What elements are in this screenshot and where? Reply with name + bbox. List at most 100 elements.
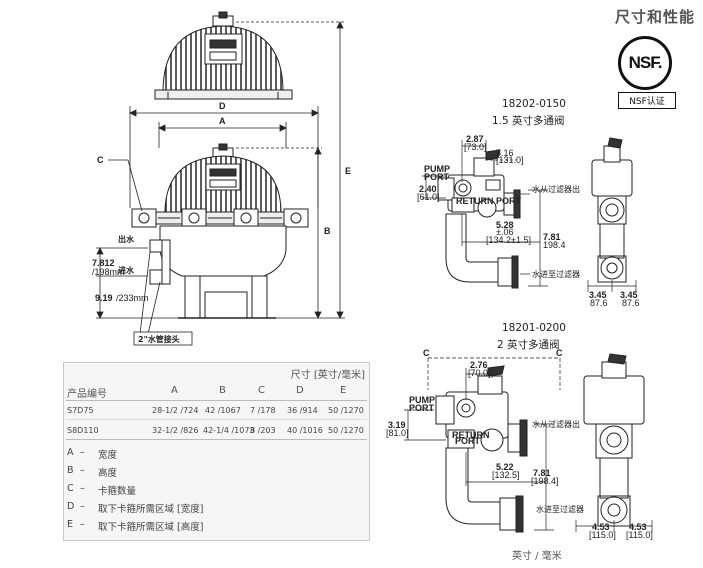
table-cell: 28-1/2 /724 — [152, 406, 199, 415]
nsf-logo-text: NSF. — [628, 53, 663, 72]
table-cell: 42 /1067 — [205, 406, 241, 415]
filter-body — [131, 143, 309, 319]
filter-dimension-lines — [96, 21, 345, 335]
valve-1-d516mm: [131.0] — [496, 155, 524, 165]
valve-2-side-view — [435, 365, 528, 533]
table-units: 尺寸 [英寸/毫米] — [290, 370, 365, 381]
valve-2-d781mm: [198.4] — [531, 476, 559, 486]
valve-2-d276: 2.76 — [470, 360, 488, 370]
table-header-part: 产品编号 — [67, 389, 107, 400]
valve-2-d453b: 4.53 — [629, 522, 647, 532]
valve-2-from-filter: 水从过滤器出 — [532, 419, 580, 429]
valve-1-from-filter: 水从过滤器出 — [532, 184, 580, 194]
units-footer: 英寸 / 毫米 — [512, 551, 562, 562]
valve-1-d240: 2.40 — [419, 184, 437, 194]
valve-1-d345bmm: 87.6 — [622, 298, 640, 308]
valve-2-subtitle: 2 英寸多通阀 — [497, 339, 560, 351]
legend-key: A — [67, 447, 74, 458]
legend-key: E — [67, 519, 74, 530]
table-cell: 40 /1016 — [287, 426, 323, 435]
legend-text: 取下卡箍所需区域 [高度] — [98, 522, 204, 533]
valve-1-d781mm: 198.4 — [543, 240, 566, 250]
table-cell: 36 /914 — [287, 406, 318, 415]
valve-1-part-number: 18202-0150 — [502, 98, 566, 110]
dim-label-c: C — [97, 155, 104, 165]
table-cell: 7 /178 — [250, 406, 276, 415]
valve-1-dimension-lines — [422, 140, 637, 292]
valve-2-dimension-lines — [404, 357, 653, 532]
inlet-height: 9.19 — [95, 293, 113, 303]
legend-text: 宽度 — [98, 450, 118, 461]
specs-table: 尺寸 [英寸/毫米] 产品编号 A B C D E S7D75 28-1/2 /… — [63, 362, 370, 541]
valve-1-d287mm: [73.0] — [464, 142, 487, 152]
legend-text: 卡箍数量 — [98, 486, 137, 497]
valve-1-subtitle: 1.5 英寸多通阀 — [492, 115, 565, 127]
connector-label: 2"水管接头 — [138, 334, 180, 344]
nsf-caption: NSF认证 — [618, 92, 676, 109]
valve-2-d453amm: [115.0] — [589, 530, 616, 540]
valve-2-c-right: C — [556, 348, 563, 358]
valve-2-front-view — [583, 353, 645, 527]
table-cell: 32-1/2 /826 — [152, 426, 199, 435]
valve-2-return-l2: PORT — [455, 436, 481, 446]
valve-1-d240mm: [61.0] — [417, 192, 440, 202]
valve-2-c-left: C — [423, 348, 430, 358]
legend-key: C — [67, 483, 74, 494]
valve-1-d345amm: 87.6 — [590, 298, 608, 308]
table-cell: 8 /203 — [250, 426, 276, 435]
valve-1-d781: 7.81 — [543, 232, 561, 242]
valve-1-d528mm: [134.2±1.5] — [486, 235, 531, 245]
table-header-e: E — [340, 385, 347, 396]
valve-2-return-l1: RETURN — [452, 430, 490, 440]
table-header-c: C — [258, 385, 265, 396]
valve-1-front-view — [591, 137, 633, 283]
valve-2-d319mm: [81.0] — [386, 428, 409, 438]
dim-label-d: D — [219, 101, 226, 111]
valve-1-d528: 5.28 — [496, 220, 514, 230]
valve-2-d453bmm: [115.0] — [626, 530, 653, 540]
table-cell: S8D110 — [67, 426, 99, 435]
legend-text: 高度 — [98, 468, 118, 479]
valve-2-d522: 5.22 — [496, 462, 514, 472]
valve-1-pump-port-l2: PORT — [424, 172, 450, 182]
valve-2-to-filter: 水进至过滤器 — [536, 504, 584, 514]
outlet-height-mm: /198mm — [92, 267, 125, 277]
valve-1-d345b: 3.45 — [620, 290, 638, 300]
dim-label-a: A — [219, 116, 226, 126]
valve-1-pump-port-l1: PUMP — [424, 164, 450, 174]
table-header-a: A — [171, 385, 178, 396]
inlet-height-mm: /233mm — [116, 293, 149, 303]
table-cell: 42-1/4 /1073 — [203, 426, 255, 435]
legend-dash: – — [80, 483, 85, 494]
table-cell: 50 /1270 — [328, 426, 364, 435]
page-title: 尺寸和性能 — [614, 8, 695, 26]
valve-1-d287: 2.87 — [466, 134, 484, 144]
valve-1-d516: 5.16 — [496, 148, 514, 158]
table-cell: 50 /1270 — [328, 406, 364, 415]
valve-2-d319: 3.19 — [388, 420, 406, 430]
table-header-b: B — [219, 385, 226, 396]
valve-1-d528tol: ±.06 — [496, 227, 513, 237]
outlet-label: 出水 — [118, 234, 135, 244]
valve-2-part-number: 18201-0200 — [502, 322, 566, 334]
valve-2-d276mm: [70.0] — [468, 368, 491, 378]
outlet-height: 7.812 — [92, 258, 115, 268]
dim-label-e: E — [345, 166, 351, 176]
legend-text: 取下卡箍所需区域 [宽度] — [98, 504, 204, 515]
legend-dash: – — [80, 447, 85, 458]
valve-1-return-port: RETURN PORT — [456, 196, 522, 206]
inlet-label: 进水 — [118, 265, 135, 275]
table-header-d: D — [296, 385, 304, 396]
valve-2-d453a: 4.53 — [592, 522, 610, 532]
filter-top-dome — [154, 11, 293, 100]
valve-2-d522mm: [132.5] — [492, 470, 520, 480]
valve-1-to-filter: 水进至过滤器 — [532, 269, 580, 279]
nsf-logo: NSF. — [618, 36, 672, 90]
table-cell: S7D75 — [67, 406, 94, 415]
legend-key: D — [67, 501, 75, 512]
legend-dash: – — [80, 501, 85, 512]
legend-key: B — [67, 465, 74, 476]
valve-2-pump-port-l2: PORT — [409, 403, 435, 413]
valve-1-d345a: 3.45 — [589, 290, 607, 300]
